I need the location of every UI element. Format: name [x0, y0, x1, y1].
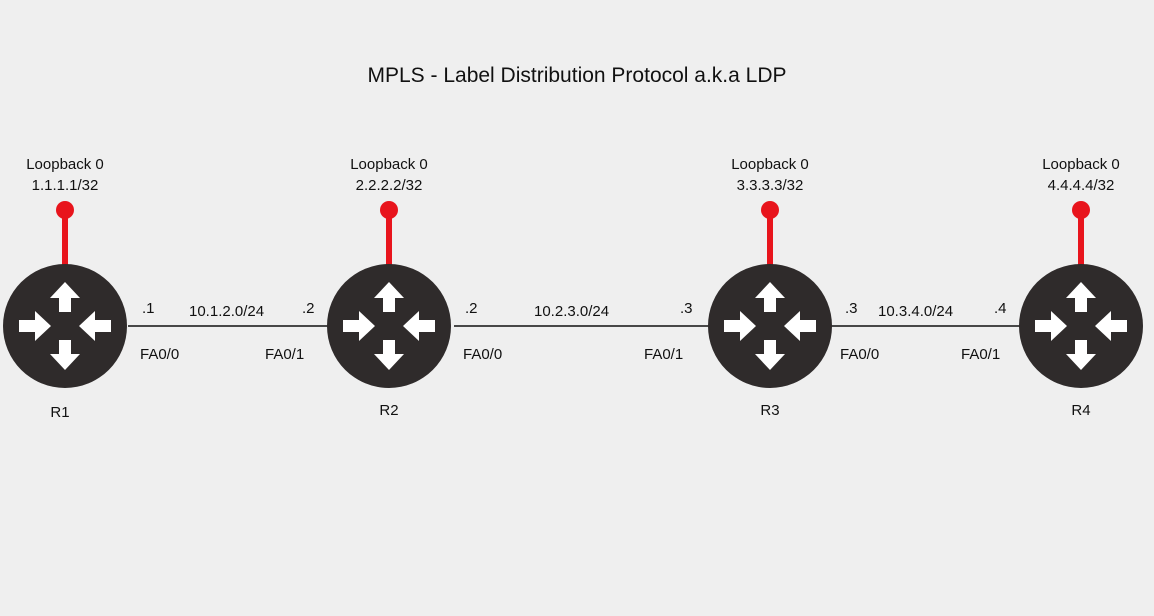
loopback-label-r4: Loopback 0 4.4.4.4/32: [1011, 154, 1151, 196]
loopback-label-r1: Loopback 0 1.1.1.1/32: [0, 154, 135, 196]
loopback-name: Loopback 0: [1042, 156, 1120, 173]
interface-r2-fa01: FA0/1: [265, 346, 305, 363]
interface-r3-fa01: FA0/1: [644, 346, 684, 363]
router-body-r3: [708, 264, 832, 388]
diagram-title: MPLS - Label Distribution Protocol a.k.a…: [367, 64, 787, 87]
host-id-r4-fa01: .4: [994, 300, 1007, 317]
router-r3: [708, 201, 832, 388]
loopback-dot-r4: [1072, 201, 1090, 219]
host-id-r1-fa00: .1: [142, 300, 155, 317]
interface-r3-fa00: FA0/0: [840, 346, 880, 363]
network-label-link2: 10.2.3.0/24: [534, 303, 610, 320]
router-r4: [1019, 201, 1143, 388]
loopback-label-r3: Loopback 0 3.3.3.3/32: [700, 154, 840, 196]
loopback-name: Loopback 0: [26, 156, 104, 173]
loopback-name: Loopback 0: [350, 156, 428, 173]
loopback-dot-r1: [56, 201, 74, 219]
host-id-r2-fa01: .2: [302, 300, 315, 317]
router-body-r4: [1019, 264, 1143, 388]
router-name-r3: R3: [760, 402, 780, 419]
router-name-r1: R1: [50, 404, 70, 421]
loopback-ip: 4.4.4.4/32: [1047, 177, 1115, 194]
router-body-r2: [327, 264, 451, 388]
loopback-dot-r3: [761, 201, 779, 219]
router-name-r2: R2: [379, 402, 399, 419]
loopback-ip: 3.3.3.3/32: [736, 177, 804, 194]
loopback-dot-r2: [380, 201, 398, 219]
host-id-r2-fa00: .2: [465, 300, 478, 317]
loopback-ip: 2.2.2.2/32: [355, 177, 423, 194]
loopback-label-r2: Loopback 0 2.2.2.2/32: [319, 154, 459, 196]
interface-r4-fa01: FA0/1: [961, 346, 1001, 363]
router-name-r4: R4: [1071, 402, 1091, 419]
host-id-r3-fa00: .3: [845, 300, 858, 317]
interface-r1-fa00: FA0/0: [140, 346, 180, 363]
interface-r2-fa00: FA0/0: [463, 346, 503, 363]
network-label-link1: 10.1.2.0/24: [189, 303, 265, 320]
router-r1: [3, 201, 127, 388]
loopback-name: Loopback 0: [731, 156, 809, 173]
router-r2: [327, 201, 451, 388]
router-body-r1: [3, 264, 127, 388]
loopback-ip: 1.1.1.1/32: [31, 177, 99, 194]
host-id-r3-fa01: .3: [680, 300, 693, 317]
network-label-link3: 10.3.4.0/24: [878, 303, 954, 320]
